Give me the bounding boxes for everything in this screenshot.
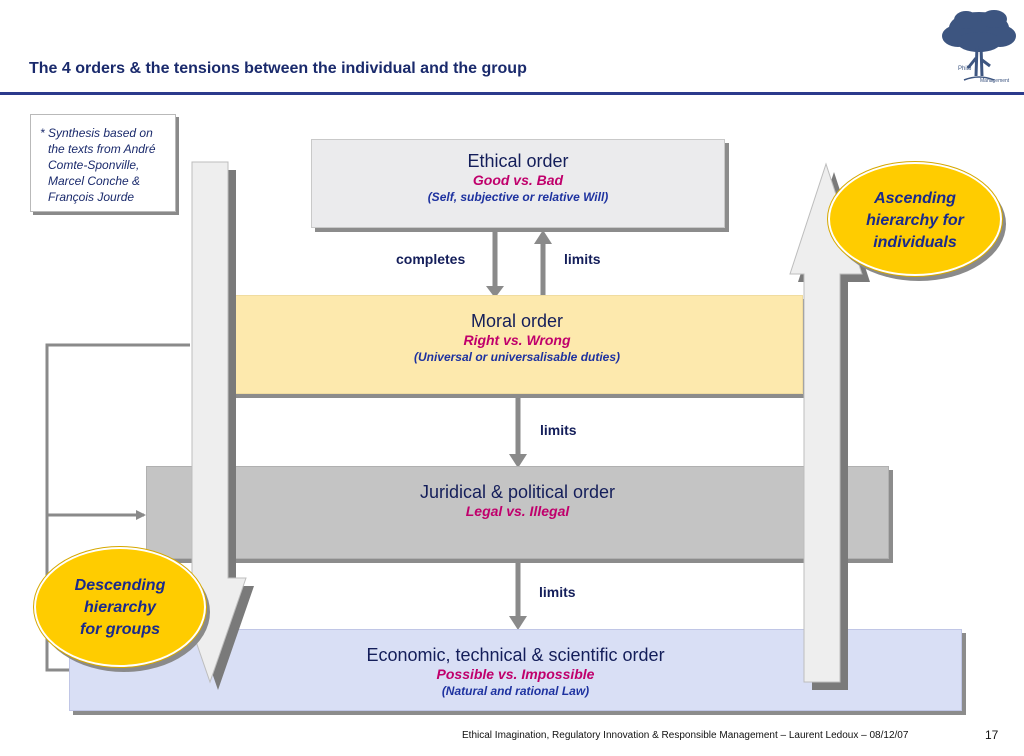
ethical-order-name: Ethical order xyxy=(467,151,569,171)
completes-arrow-head xyxy=(486,286,504,298)
ethical-order-sub: Good vs. Bad xyxy=(472,172,564,188)
moral-order-name: Moral order xyxy=(470,311,564,331)
juridical-order-sub: Legal vs. Illegal xyxy=(465,503,570,519)
economic-order-sub: Possible vs. Impossible xyxy=(436,666,595,682)
note-line: the texts from André xyxy=(48,142,156,156)
limits-arrow-mid-head xyxy=(509,454,527,468)
ascending-hierarchy-badge: Ascending hierarchy for individuals xyxy=(828,162,1002,276)
ascending-line: hierarchy for xyxy=(866,212,964,229)
title-divider xyxy=(0,92,1024,95)
limits-label-bottom: limits xyxy=(539,584,576,600)
ascending-line: individuals xyxy=(873,234,957,251)
page-title: The 4 orders & the tensions between the … xyxy=(29,60,527,77)
note-line: * Synthesis based on xyxy=(40,126,153,140)
economic-order-desc: (Natural and rational Law) xyxy=(441,684,590,698)
limits-arrow-up-head xyxy=(534,230,552,244)
limits-label-top: limits xyxy=(564,251,601,267)
descending-line: for groups xyxy=(80,621,160,638)
juridical-order-name: Juridical & political order xyxy=(419,482,616,502)
note-line: Marcel Conche & xyxy=(48,174,141,188)
completes-label: completes xyxy=(396,251,466,267)
note-line: François Jourde xyxy=(48,190,135,204)
moral-order-sub: Right vs. Wrong xyxy=(463,332,571,348)
page-number: 17 xyxy=(985,728,999,742)
descending-line: hierarchy xyxy=(83,599,157,616)
limits-arrow-bottom-head xyxy=(509,616,527,630)
limits-label-mid: limits xyxy=(540,422,577,438)
ethical-order-box: Ethical order Good vs. Bad (Self, subjec… xyxy=(311,139,725,228)
ethical-order-desc: (Self, subjective or relative Will) xyxy=(427,190,609,204)
moral-order-desc: (Universal or universalisable duties) xyxy=(413,350,621,364)
logo-text-2: Management xyxy=(980,78,1010,84)
logo-text-1: Philo xyxy=(958,66,972,72)
descending-line: Descending xyxy=(74,577,166,594)
tree-logo: Philo Management xyxy=(942,10,1016,84)
moral-order-box: Moral order Right vs. Wrong (Universal o… xyxy=(231,295,803,394)
note-line: Comte-Sponville, xyxy=(48,158,140,172)
source-note: * Synthesis based on the texts from Andr… xyxy=(30,114,176,212)
ascending-line: Ascending xyxy=(874,190,956,207)
descending-hierarchy-badge: Descending hierarchy for groups xyxy=(34,547,206,667)
descending-arrow xyxy=(173,161,254,690)
footer-text: Ethical Imagination, Regulatory Innovati… xyxy=(462,730,909,741)
economic-order-name: Economic, technical & scientific order xyxy=(366,645,665,665)
juridical-order-box: Juridical & political order Legal vs. Il… xyxy=(146,466,889,559)
